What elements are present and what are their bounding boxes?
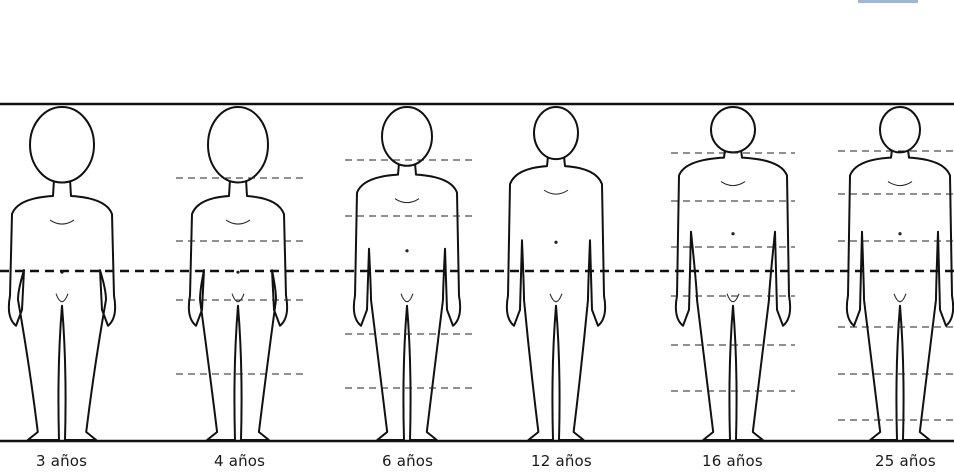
head-outline <box>880 107 920 152</box>
head-outline <box>534 107 578 159</box>
figure-label: 25 años <box>875 452 936 470</box>
figure-3 <box>345 107 473 440</box>
figure-label: 16 años <box>702 452 763 470</box>
top-strip-mark <box>858 0 918 3</box>
figure-label: 3 años <box>36 452 87 470</box>
head-outline <box>711 107 755 152</box>
body-outline <box>507 156 605 440</box>
figure-label: 4 años <box>214 452 265 470</box>
navel-dot <box>405 249 408 252</box>
figure-6 <box>838 107 954 440</box>
body-outline <box>189 179 287 440</box>
body-outline <box>847 149 953 440</box>
head-outline <box>208 107 268 182</box>
figure-5 <box>671 107 795 440</box>
navel-dot <box>898 232 901 235</box>
figure-4 <box>507 107 605 440</box>
head-outline <box>30 107 94 182</box>
navel-dot <box>554 241 557 244</box>
body-outline <box>676 149 790 440</box>
body-outline <box>9 179 115 440</box>
figure-label: 6 años <box>382 452 433 470</box>
figure-label: 12 años <box>531 452 592 470</box>
navel-dot <box>731 232 734 235</box>
figure-1 <box>9 107 115 440</box>
figure-2 <box>176 107 304 440</box>
head-outline <box>382 107 432 166</box>
navel-dot <box>236 271 239 274</box>
body-figures <box>9 107 954 440</box>
